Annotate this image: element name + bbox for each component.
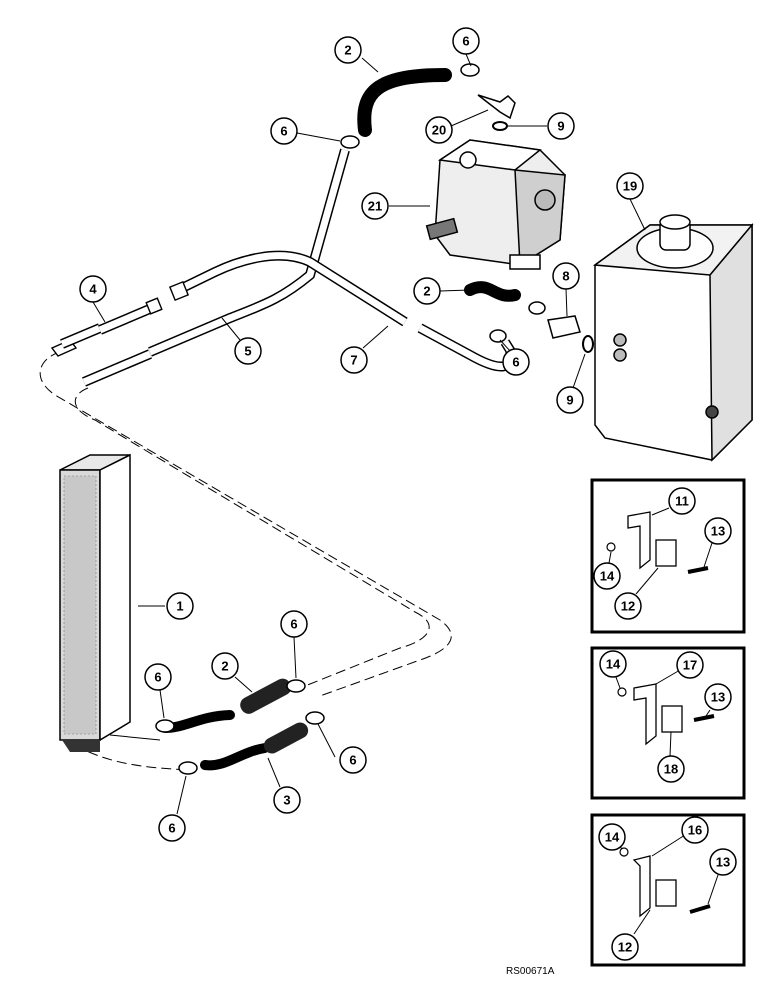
svg-text:1: 1 [176,599,183,614]
callout-12-panel-1: 12 [614,592,642,620]
svg-text:13: 13 [711,690,725,705]
svg-text:12: 12 [618,940,632,955]
callout-2-lower: 2 [211,652,239,680]
oil-cooler [59,453,161,752]
callout-9-upper: 9 [547,112,575,140]
callout-5: 5 [234,337,262,365]
svg-text:19: 19 [623,179,637,194]
callout-9-lower: 9 [556,386,584,414]
callout-2-upper: 2 [334,36,362,64]
callout-2-middle: 2 [413,277,441,305]
svg-text:6: 6 [280,124,287,139]
callout-6-upper-left: 6 [270,117,298,145]
callouts: 1 2 2 2 3 4 5 6 6 6 6 6 6 6 7 8 9 9 11 1… [79,27,737,961]
svg-text:18: 18 [664,762,678,777]
svg-text:8: 8 [562,269,569,284]
svg-text:17: 17 [683,658,697,673]
callout-14-panel-3: 14 [598,823,626,851]
callout-14-panel-2: 14 [599,650,627,678]
callout-13-panel-2: 13 [704,683,732,711]
svg-text:6: 6 [462,34,469,49]
svg-text:14: 14 [605,830,620,845]
svg-text:5: 5 [244,344,251,359]
hydraulic-pump [425,139,566,270]
callout-13-panel-3: 13 [709,848,737,876]
svg-text:3: 3 [283,793,290,808]
callout-11: 11 [668,487,696,515]
callout-4: 4 [79,275,107,303]
callout-7: 7 [340,346,368,374]
svg-text:9: 9 [566,393,573,408]
callout-16: 16 [681,816,709,844]
svg-text:9: 9 [557,119,564,134]
callout-6-middle: 6 [502,348,530,376]
callout-19: 19 [616,172,644,200]
callout-13-panel-1: 13 [704,517,732,545]
svg-text:2: 2 [344,43,351,58]
callout-3: 3 [273,786,301,814]
callout-6-lower-left: 6 [144,663,172,691]
svg-text:4: 4 [89,282,97,297]
svg-text:6: 6 [168,821,175,836]
callout-6-lower-right: 6 [339,746,367,774]
lower-hoses [155,678,325,775]
callout-8: 8 [552,262,580,290]
callout-14-panel-1: 14 [593,562,621,590]
callout-20: 20 [425,116,453,144]
callout-12-panel-3: 12 [611,933,639,961]
svg-text:6: 6 [154,670,161,685]
callout-21: 21 [361,192,389,220]
svg-text:7: 7 [350,353,357,368]
svg-text:14: 14 [606,657,621,672]
svg-text:16: 16 [688,823,702,838]
svg-text:13: 13 [711,524,725,539]
upper-hose-assembly [340,63,516,149]
routing-dashed-lines [39,351,452,771]
callout-6-lower-right-top: 6 [280,610,308,638]
svg-text:20: 20 [432,123,446,138]
svg-text:11: 11 [675,494,689,509]
svg-text:12: 12 [621,599,635,614]
svg-text:13: 13 [716,855,730,870]
svg-text:21: 21 [368,199,382,214]
reference-code: RS00671A [506,966,555,977]
callout-6-top: 6 [452,27,480,55]
svg-text:2: 2 [423,284,430,299]
svg-text:2: 2 [221,659,228,674]
svg-text:6: 6 [290,617,297,632]
svg-text:6: 6 [512,355,519,370]
hydraulic-reservoir [592,214,754,462]
callout-6-bottom: 6 [158,814,186,842]
callout-1: 1 [166,592,194,620]
svg-text:14: 14 [600,569,615,584]
callout-18: 18 [657,755,685,783]
callout-17: 17 [676,651,704,679]
leader-lines [92,53,719,935]
svg-text:6: 6 [349,753,356,768]
middle-hose-assembly [464,281,594,353]
